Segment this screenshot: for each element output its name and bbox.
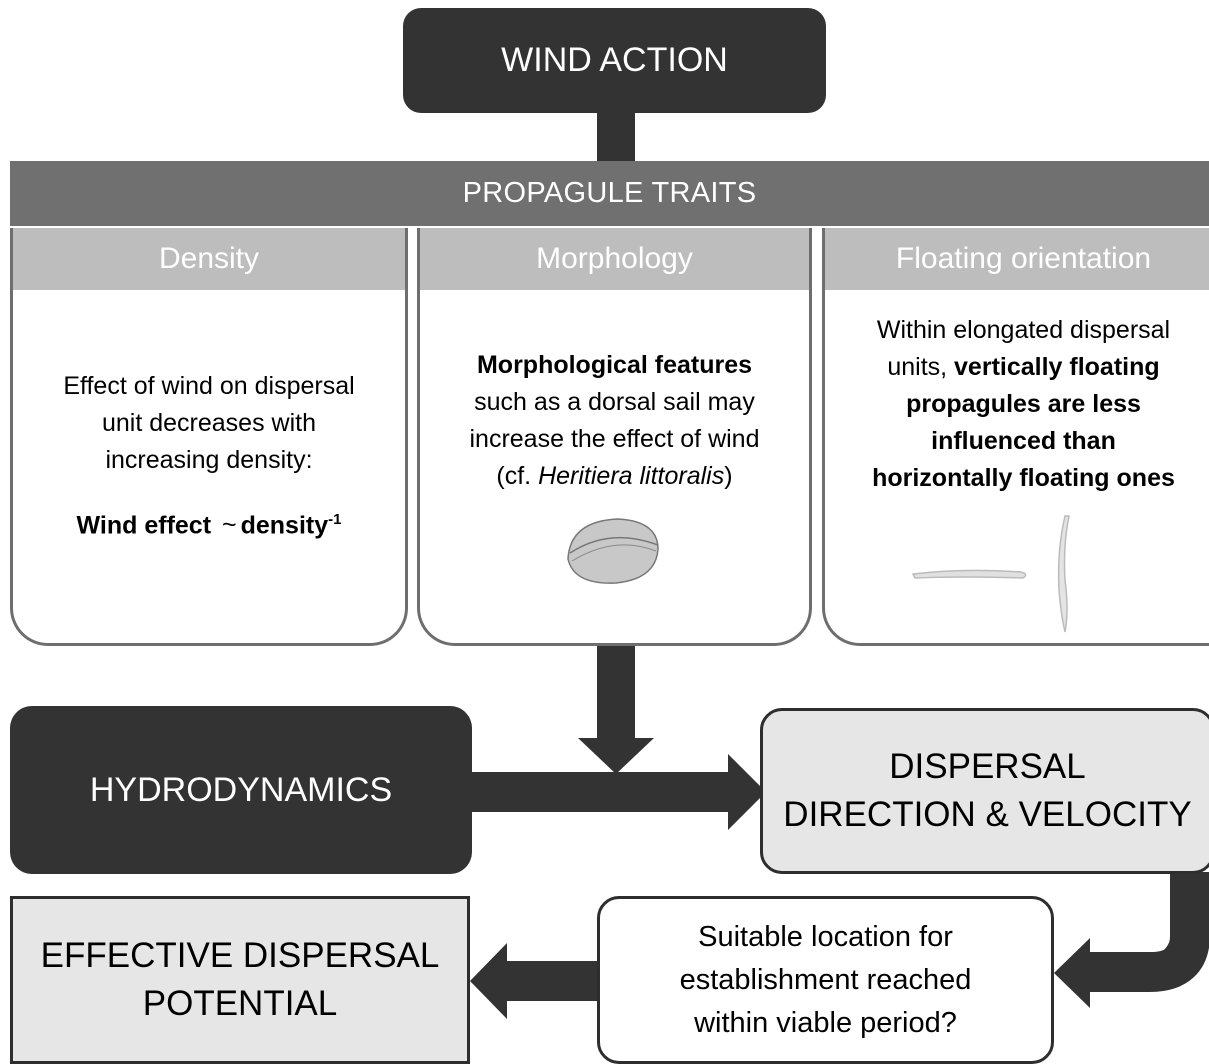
morphology-description: Morphological features such as a dorsal … xyxy=(420,290,809,600)
density-header-label: Density xyxy=(158,242,260,275)
floating-line-5-bold: horizontally floating ones xyxy=(872,464,1175,492)
floating-line-2-bold: vertically floating xyxy=(954,353,1160,381)
propagule-sail-icon xyxy=(566,518,659,584)
morphology-header-label: Morphology xyxy=(536,242,693,275)
floating-line-2-prefix: units, xyxy=(887,353,955,381)
floating-line-3: propagules are less xyxy=(825,386,1209,423)
density-line-2: unit decreases with xyxy=(101,409,316,437)
effective-line-1: EFFECTIVE DISPERSAL xyxy=(40,936,440,975)
floating-orientation-description: Within elongated dispersal units, vertic… xyxy=(825,290,1209,633)
formula-tilde: ~ xyxy=(221,511,237,540)
propagule-traits-label: PROPAGULE TRAITS xyxy=(462,177,757,209)
morphology-line-2: such as a dorsal sail may xyxy=(474,388,755,416)
question-left-arrow-head xyxy=(470,943,507,1019)
dispersal-line-2: DIRECTION & VELOCITY xyxy=(783,795,1192,834)
formula-term: density xyxy=(240,511,329,540)
effective-line-2: POTENTIAL xyxy=(142,984,338,1023)
propagule-orientation-icon xyxy=(911,515,1070,633)
floating-orientation-header-label: Floating orientation xyxy=(895,242,1152,275)
traits-down-arrow-shaft xyxy=(597,644,635,740)
density-formula: Wind effect ~density-1 xyxy=(13,501,405,544)
question-left-arrow-shaft xyxy=(505,961,599,1001)
hydrodynamics-box: HYDRODYNAMICS xyxy=(10,706,472,874)
floating-line-3-bold: propagules are less xyxy=(906,390,1141,418)
morphology-cf-prefix: (cf. xyxy=(496,462,539,490)
morphology-cf-suffix: ) xyxy=(724,462,733,490)
question-line-1: Suitable location for xyxy=(698,920,953,953)
morphology-panel: Morphology Morphological features such a… xyxy=(417,228,812,646)
formula-exponent: -1 xyxy=(328,511,342,528)
density-header: Density xyxy=(13,228,405,290)
morphology-line-1: Morphological features xyxy=(420,347,809,384)
morphology-header: Morphology xyxy=(420,228,809,290)
floating-orientation-header: Floating orientation xyxy=(825,228,1209,290)
propagule-traits-band: PROPAGULE TRAITS xyxy=(10,161,1209,226)
hydro-right-arrow-head xyxy=(728,754,766,830)
floating-line-1: Within elongated dispersal xyxy=(876,316,1171,344)
wind-action-box: WIND ACTION xyxy=(403,8,826,113)
hydro-right-arrow-shaft xyxy=(468,772,730,812)
floating-line-5: horizontally floating ones xyxy=(825,460,1209,497)
floating-orientation-panel: Floating orientation Within elongated di… xyxy=(822,228,1209,646)
density-line-1: Effect of wind on dispersal xyxy=(63,372,355,400)
question-line-2: establishment reached xyxy=(679,963,972,996)
formula-label: Wind effect xyxy=(76,511,212,540)
floating-line-4: influenced than xyxy=(825,423,1209,460)
establishment-question-box: Suitable location for establishment reac… xyxy=(597,896,1054,1064)
morphology-line-4: (cf. Heritiera littoralis) xyxy=(420,458,809,495)
morphology-bold-text: Morphological features xyxy=(476,351,753,379)
curved-arrow-stroke xyxy=(1090,872,1209,992)
density-panel: Density Effect of wind on dispersal unit… xyxy=(10,228,408,646)
density-line-3: increasing density: xyxy=(105,446,313,474)
dispersal-direction-box: DISPERSAL DIRECTION & VELOCITY xyxy=(760,708,1209,874)
traits-down-arrow-head xyxy=(578,738,654,774)
effective-dispersal-box: EFFECTIVE DISPERSAL POTENTIAL xyxy=(10,896,470,1064)
dispersal-line-1: DISPERSAL xyxy=(889,747,1086,786)
floating-line-2: units, vertically floating xyxy=(825,349,1209,386)
question-line-3: within viable period? xyxy=(694,1006,957,1039)
floating-line-4-bold: influenced than xyxy=(931,427,1116,455)
curved-arrow-head xyxy=(1054,938,1090,1008)
density-description: Effect of wind on dispersal unit decreas… xyxy=(13,290,405,544)
species-name: Heritiera littoralis xyxy=(538,462,725,490)
hydrodynamics-label: HYDRODYNAMICS xyxy=(89,770,393,809)
wind-connector xyxy=(597,110,635,164)
wind-action-label: WIND ACTION xyxy=(501,41,728,79)
morphology-line-3: increase the effect of wind xyxy=(469,425,760,453)
